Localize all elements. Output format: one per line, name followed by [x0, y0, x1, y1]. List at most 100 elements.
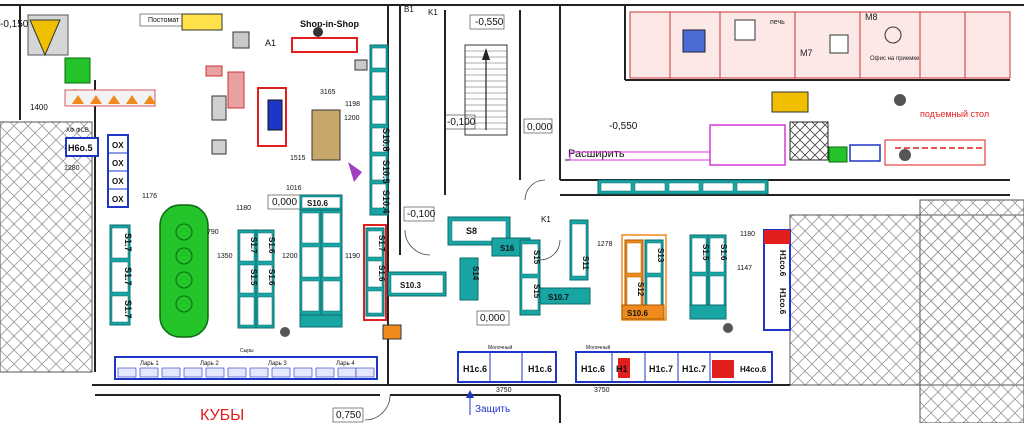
- cold-room-b: [884, 139, 986, 166]
- produce-circles: [175, 223, 193, 313]
- rack-ox-2: OX: [112, 159, 124, 168]
- rack-s10-7: S10.7: [548, 293, 569, 302]
- rack-h1c7-b: H1c.7: [682, 364, 706, 374]
- rack-s1-6-a: S1.6: [267, 237, 276, 254]
- rack-h1c7-a: H1c.7: [649, 364, 673, 374]
- rack-s10-8: S10.8: [381, 128, 391, 152]
- rack-h1c6-a: H1c.6: [463, 364, 487, 374]
- rack-s12: S12: [636, 282, 645, 297]
- dim-1147: 1147: [737, 265, 752, 272]
- salmon-cell-b: [205, 65, 223, 77]
- zone-cubes: КУБЫ: [200, 407, 244, 423]
- rack-s1-group-left: [109, 224, 131, 326]
- xwb-box: [849, 144, 881, 162]
- rack-h1co6-col: [763, 229, 791, 331]
- rack-s8: S8: [466, 226, 477, 236]
- dim-3165: 3165: [320, 89, 336, 96]
- red-rack-column: [363, 224, 387, 321]
- zone-expand: Расширить: [568, 148, 625, 160]
- rack-s10-6-b: S10.6: [627, 309, 648, 318]
- dim-1400: 1400: [30, 103, 48, 112]
- rack-s1-7-c: S1.7: [123, 300, 133, 319]
- rack-s15-a: S15: [532, 250, 541, 265]
- office-block: [629, 11, 1011, 79]
- rack-s10-6-bottom: [621, 304, 665, 320]
- dim-1200b: 1200: [344, 115, 360, 122]
- elev-z0000-b: 0,000: [272, 197, 297, 208]
- rack-s10-4: S10.4: [381, 190, 391, 214]
- zone-shop-in-shop: Shop-in-Shop: [300, 19, 359, 29]
- label-b1: B1: [404, 5, 414, 14]
- elev-m0550-top: -0,550: [475, 17, 504, 28]
- rack-h4co6: H4co.6: [740, 365, 767, 374]
- zone-lift-table: подъемный стол: [920, 109, 989, 119]
- rack-s12-frame: [621, 234, 667, 321]
- label-m8: M8: [865, 12, 878, 22]
- ox-column: [107, 134, 129, 208]
- rack-h1: H1: [616, 364, 628, 374]
- door-swings: [364, 179, 561, 421]
- dim-1278: 1278: [597, 241, 613, 248]
- label-m7: M7: [800, 48, 813, 58]
- rack-s1-6-b: S1.6: [267, 269, 276, 286]
- orange-stand: [382, 324, 402, 340]
- label-lar1: Ларь 1: [140, 361, 159, 367]
- label-syry: Сыры: [240, 348, 254, 354]
- bottom-right-hatched-area: [919, 199, 1024, 423]
- zone-kfc: ХФ ФСВ: [66, 128, 89, 134]
- label-lar3: Ларь 3: [268, 361, 287, 367]
- xwb-green: [828, 146, 848, 163]
- rack-col-a-cells: [371, 47, 387, 209]
- rack-s1-6-d: S1.6: [719, 244, 728, 261]
- left-hatched-area: [0, 121, 93, 373]
- protect-arrowhead: [466, 390, 474, 398]
- rack-s1-5-a: S1.5: [249, 269, 258, 286]
- rack-s15-b: S15: [532, 284, 541, 299]
- rack-s10-6-a: S10.6: [307, 199, 328, 208]
- rack-s1-7-b: S1.7: [123, 267, 133, 286]
- label-lar2: Ларь 2: [200, 361, 219, 367]
- rack-s1-7-e: S1.7: [377, 235, 386, 252]
- label-molochka-a: Молочный: [488, 344, 512, 351]
- dim-790: 790: [207, 229, 219, 236]
- dim-1180b: 1180: [740, 231, 755, 238]
- yellow-pallet: [771, 91, 809, 113]
- label-k1: K1: [428, 8, 438, 17]
- shop-in-shop-counter: [291, 37, 358, 53]
- dim-3750-a: 3750: [496, 387, 512, 394]
- postomat-triangle: [29, 19, 61, 57]
- magenta-zone: [709, 124, 786, 166]
- green-block-top: [64, 57, 91, 84]
- dim-1350: 1350: [217, 253, 233, 260]
- dim-1016: 1016: [286, 185, 302, 192]
- rack-s14: S14: [471, 266, 480, 281]
- stair-arrowhead: [482, 48, 490, 60]
- magenta-strip: [569, 151, 711, 161]
- zone-protect: Защить: [475, 404, 510, 415]
- rack-s1-5-b: S1.5: [701, 244, 710, 261]
- cold-room-a: [789, 121, 829, 161]
- rack-s10-5: S10.5: [381, 160, 391, 184]
- rack-row-top-right-cells: [600, 182, 766, 192]
- grill-triangle: [348, 162, 362, 182]
- label-ofis: Офис на приемке: [870, 56, 920, 62]
- gray-appliance-a: [232, 31, 250, 49]
- rack-s14-col: [459, 257, 479, 301]
- bottom-dairy-row: [457, 351, 773, 383]
- gray-cell-a: [211, 95, 227, 121]
- rack-s11: S11: [581, 256, 590, 270]
- zone-postomat: Постомат: [148, 17, 180, 24]
- elev-m0150: -0,150: [0, 19, 29, 30]
- salmon-cell-a: [227, 71, 245, 109]
- elev-m0750: 0,750: [336, 410, 361, 421]
- rack-h1co6-a: H1co.6: [778, 250, 787, 277]
- rack-s10-island: [299, 194, 343, 328]
- label-molochka-b: Молочный: [586, 344, 610, 351]
- rack-h1co6-b: H1co.6: [778, 288, 787, 315]
- rack-s10-3: S10.3: [400, 281, 421, 290]
- elev-m0100-a: -0,100: [447, 117, 476, 128]
- shop-in-shop-person: [313, 27, 323, 37]
- dim-1200: 1200: [282, 253, 298, 260]
- label-pech: печь: [770, 19, 785, 26]
